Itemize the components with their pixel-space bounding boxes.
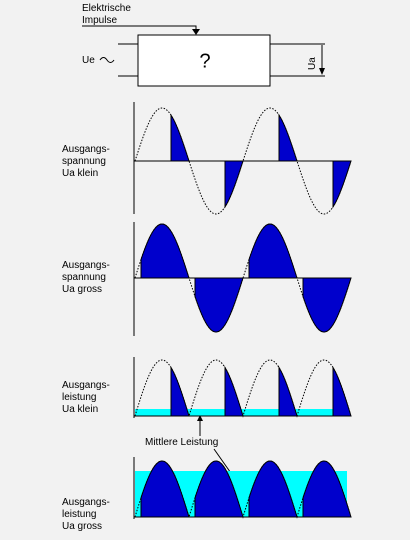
waveform-panel-4: [133, 457, 352, 519]
panel-4-conduction-segment-4: [302, 460, 352, 518]
panel-label-4-line2: leistung: [62, 509, 96, 520]
panel-label-2-line2: spannung: [62, 272, 106, 283]
panel-4-conduction-segment-3: [248, 460, 298, 518]
panel-2-conduction-segment-4: [302, 277, 352, 333]
panel-4-conduction-segment-1: [140, 460, 190, 518]
panel-label-3-line1: Ausgangs-: [62, 380, 110, 391]
output-voltage-arrow-head: [319, 68, 325, 75]
black-box: [137, 34, 271, 87]
panel-label-1-line1: Ausgangs-: [62, 144, 110, 155]
mean-power-arrow-up-head: [197, 415, 203, 421]
panel-label-1: Ausgangs- spannung Ua klein: [62, 144, 110, 179]
waveform-panel-2: [133, 222, 352, 336]
waveform-panel-1: [133, 102, 352, 215]
panel-2-conduction-segment-1: [140, 223, 190, 279]
panel-1-conduction-segment-1: [170, 113, 190, 162]
pulse-label-line1: Elektrische: [82, 3, 131, 14]
panel-3-conduction-segment-2: [224, 365, 244, 417]
panel-label-2-line3: Ua gross: [62, 284, 102, 295]
panel-1-conduction-segment-2: [224, 160, 244, 209]
panel-1-conduction-segment-3: [278, 113, 298, 162]
panel-2-conduction-segment-3: [248, 223, 298, 279]
panel-label-3-line3: Ua klein: [62, 404, 98, 415]
mean-power-label: Mittlere Leistung: [145, 437, 218, 448]
pulse-label-line2: Impulse: [82, 15, 117, 26]
panel-label-4-line3: Ua gross: [62, 521, 102, 532]
panel-label-4: Ausgangs- leistung Ua gross: [62, 497, 110, 532]
panel-label-3-line2: leistung: [62, 392, 96, 403]
panel-3-conduction-segment-4: [332, 365, 352, 417]
input-voltage-label: Ue: [82, 55, 95, 66]
pulse-arrow-line: [82, 25, 197, 33]
panel-2-conduction-segment-2: [194, 277, 244, 333]
panel-3-reference-wave: [134, 359, 351, 418]
panel-3-conduction-segment-3: [278, 365, 298, 417]
pulse-arrow-head: [192, 29, 200, 35]
waveform-panel-3: [133, 357, 352, 418]
ac-symbol-icon: [99, 57, 115, 63]
unknown-circuit-mark: ?: [199, 50, 210, 72]
panel-label-1-line2: spannung: [62, 156, 106, 167]
panel-label-2-line1: Ausgangs-: [62, 260, 110, 271]
panel-3-conduction-segment-1: [170, 365, 190, 417]
panel-label-2: Ausgangs- spannung Ua gross: [62, 260, 110, 295]
panel-label-4-line1: Ausgangs-: [62, 497, 110, 508]
panel-1-conduction-segment-4: [332, 160, 352, 209]
panel-4-conduction-segment-2: [194, 460, 244, 518]
panel-label-1-line3: Ua klein: [62, 168, 98, 179]
output-voltage-label: Ua: [307, 57, 318, 70]
panel-label-3: Ausgangs- leistung Ua klein: [62, 380, 110, 415]
